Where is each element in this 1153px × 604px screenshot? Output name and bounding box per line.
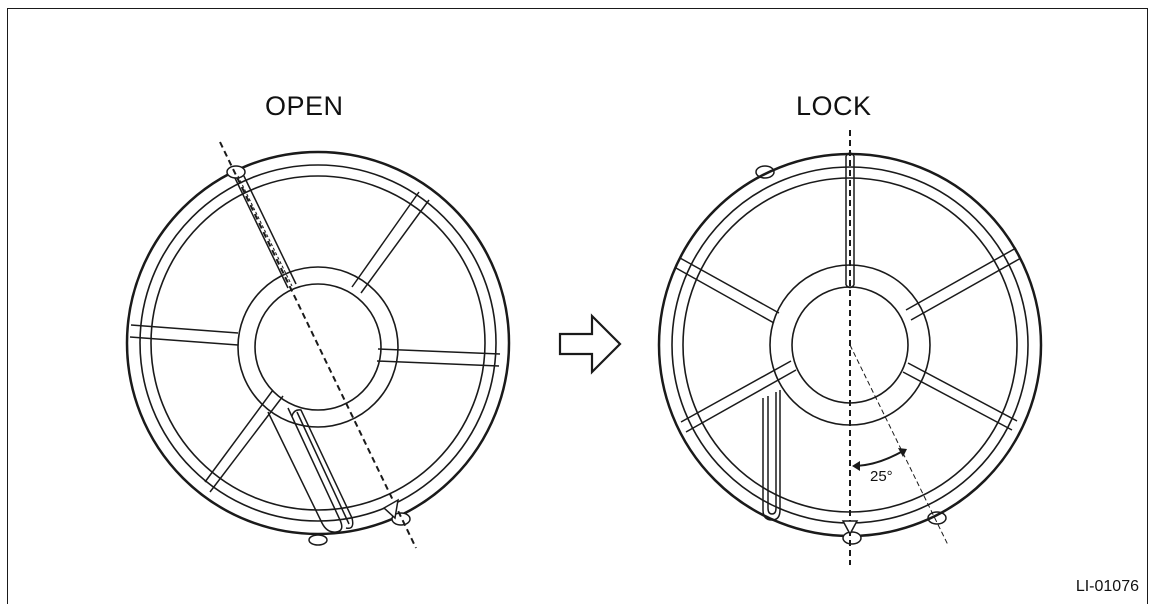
fan-cover-locked-drawing bbox=[657, 130, 1043, 565]
lock-label: LOCK bbox=[796, 91, 872, 121]
figure-frame bbox=[7, 8, 1148, 604]
rotation-arrow-icon bbox=[852, 448, 907, 471]
angle-label: 25° bbox=[870, 468, 893, 485]
figure-code: LI-01076 bbox=[1075, 578, 1139, 595]
right-arrow-icon bbox=[558, 313, 622, 375]
fan-cover-open-drawing bbox=[125, 141, 511, 549]
open-label: OPEN bbox=[265, 91, 344, 121]
